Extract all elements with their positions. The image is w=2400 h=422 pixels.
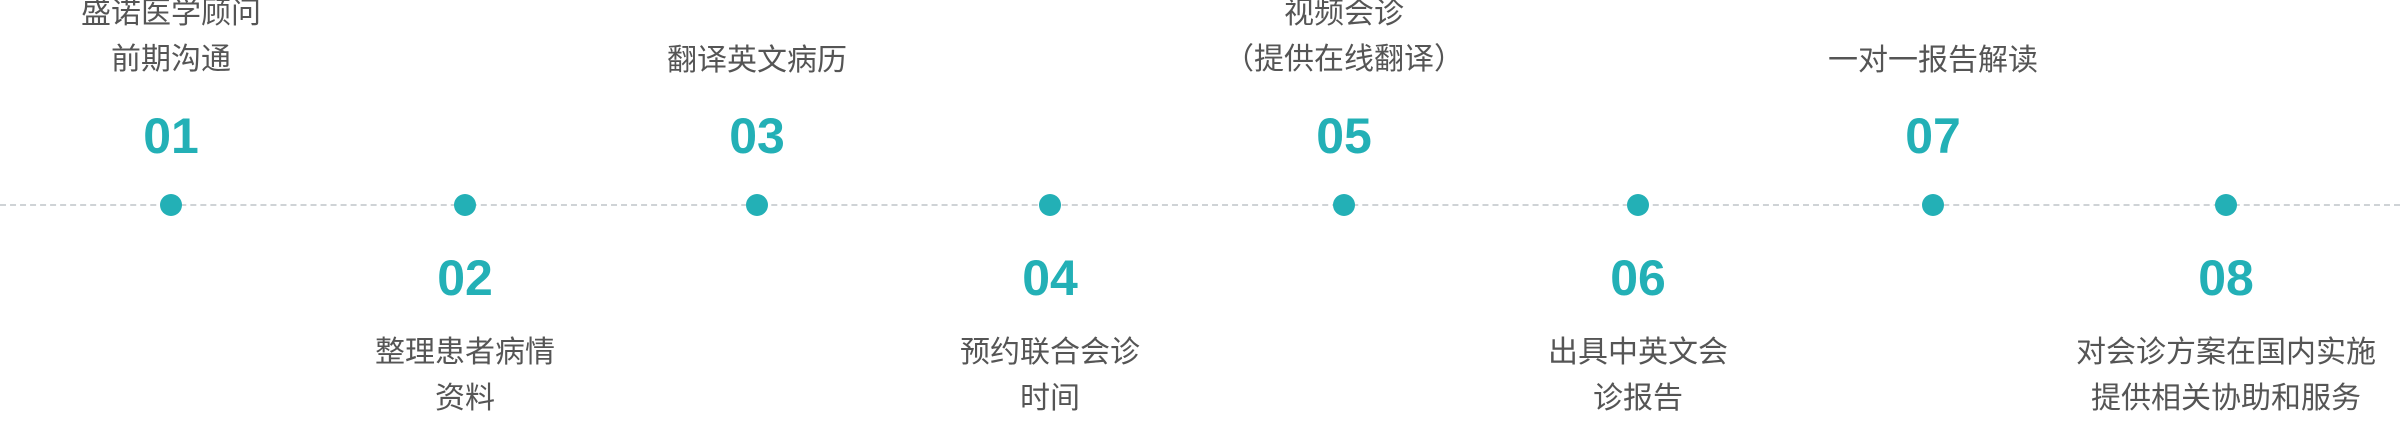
step-3-label: 翻译英文病历 <box>607 38 907 84</box>
step-7: 一对一报告解读 07 <box>1783 0 2083 164</box>
step-1-dot <box>160 194 182 216</box>
step-3-dot <box>746 194 768 216</box>
step-7-dot <box>1922 194 1944 216</box>
step-5: 视频会诊 （提供在线翻译） 05 <box>1194 0 1494 164</box>
step-6-label: 出具中英文会 诊报告 <box>1488 330 1788 422</box>
step-8-label: 对会诊方案在国内实施 提供相关协助和服务 <box>2076 330 2376 422</box>
step-4-number: 04 <box>1022 250 1078 306</box>
step-6: 06 出具中英文会 诊报告 <box>1488 0 1788 416</box>
step-2-number: 02 <box>437 250 493 306</box>
step-6-label-line-1: 出具中英文会 <box>1548 335 1728 370</box>
step-7-label: 一对一报告解读 <box>1783 38 2083 84</box>
step-3: 翻译英文病历 03 <box>607 0 907 164</box>
step-8-label-line-2: 提供相关协助和服务 <box>2091 381 2361 416</box>
step-2-label-line-2: 资料 <box>435 381 495 416</box>
step-7-label-line-1: 一对一报告解读 <box>1828 43 2038 78</box>
step-1-label-line-2: 前期沟通 <box>111 42 231 77</box>
step-4-label-line-1: 预约联合会诊 <box>960 335 1140 370</box>
step-3-label-line-1: 翻译英文病历 <box>667 43 847 78</box>
step-7-number: 07 <box>1905 108 1961 164</box>
step-8-label-line-1: 对会诊方案在国内实施 <box>2076 335 2376 370</box>
step-5-label: 视频会诊 （提供在线翻译） <box>1194 0 1494 84</box>
step-5-dot <box>1333 194 1355 216</box>
step-5-label-line-2: （提供在线翻译） <box>1224 42 1464 77</box>
step-6-label-line-2: 诊报告 <box>1593 381 1683 416</box>
step-4-label: 预约联合会诊 时间 <box>900 330 1200 422</box>
step-1-label-line-1: 盛诺医学顾问 <box>81 0 261 31</box>
step-6-number: 06 <box>1610 250 1666 306</box>
timeline-axis <box>0 204 2400 206</box>
step-4-label-line-2: 时间 <box>1020 381 1080 416</box>
step-8: 08 对会诊方案在国内实施 提供相关协助和服务 <box>2076 0 2376 416</box>
step-5-label-line-1: 视频会诊 <box>1284 0 1404 31</box>
step-8-number: 08 <box>2198 250 2254 306</box>
step-2-label: 整理患者病情 资料 <box>315 330 615 422</box>
step-5-number: 05 <box>1316 108 1372 164</box>
step-3-number: 03 <box>729 108 785 164</box>
step-4: 04 预约联合会诊 时间 <box>900 0 1200 416</box>
step-6-dot <box>1627 194 1649 216</box>
step-1: 盛诺医学顾问 前期沟通 01 <box>21 0 321 164</box>
step-2: 02 整理患者病情 资料 <box>315 0 615 416</box>
step-2-dot <box>454 194 476 216</box>
step-1-number: 01 <box>143 108 199 164</box>
step-8-dot <box>2215 194 2237 216</box>
step-1-label: 盛诺医学顾问 前期沟通 <box>21 0 321 84</box>
step-2-label-line-1: 整理患者病情 <box>375 335 555 370</box>
step-4-dot <box>1039 194 1061 216</box>
